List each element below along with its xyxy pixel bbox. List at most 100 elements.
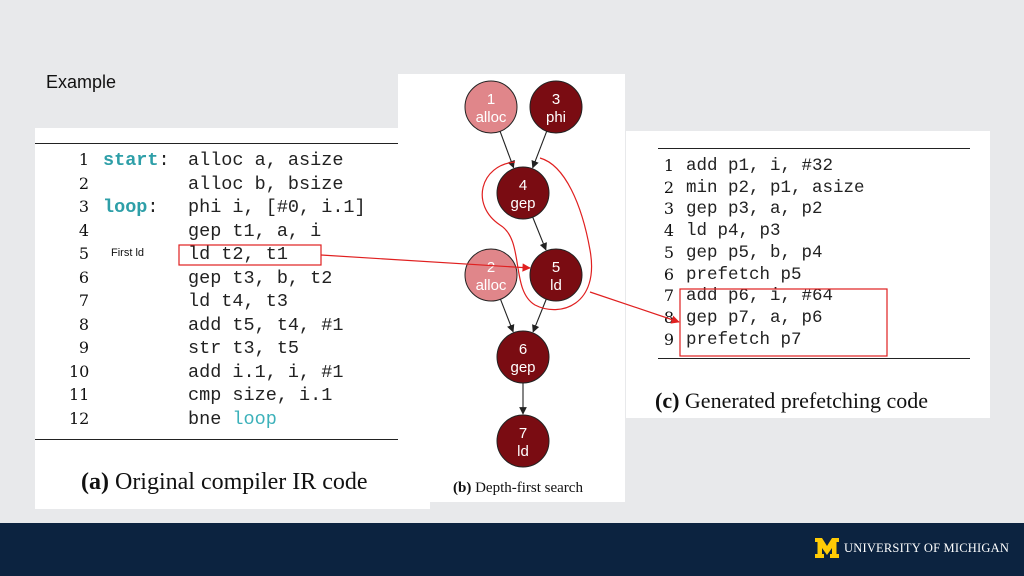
node-op: alloc — [476, 109, 507, 126]
code-text: min p2, p1, asize — [686, 177, 865, 198]
bottom-rule-c — [658, 358, 970, 359]
line-number: 8 — [78, 314, 89, 334]
code-text: ld t2, t1 — [188, 244, 288, 265]
line-number: 7 — [663, 286, 674, 306]
line-number: 11 — [69, 385, 90, 404]
node-id: 7 — [519, 425, 527, 442]
node-id: 5 — [552, 259, 560, 276]
node-circle — [496, 414, 550, 468]
graph-edge — [499, 131, 515, 169]
graph-node: 7ld — [496, 414, 550, 468]
node-id: 1 — [487, 91, 495, 108]
code-text: add p1, i, #32 — [686, 156, 834, 176]
code-text: prefetch p7 — [686, 329, 802, 350]
caption-c-tag: (c) — [655, 388, 680, 413]
line-number: 1 — [78, 150, 89, 169]
first-ld-highlight-box — [178, 244, 322, 266]
code-label: loop: — [103, 197, 159, 218]
line-number: 3 — [663, 199, 674, 219]
node-op: gep — [510, 195, 535, 212]
code-text: prefetch p5 — [686, 264, 802, 285]
line-number: 9 — [663, 329, 674, 349]
caption-c-text: Generated prefetching code — [679, 388, 929, 413]
footer-bar — [0, 523, 1024, 576]
line-number: 9 — [78, 338, 89, 357]
line-number: 6 — [78, 267, 89, 287]
node-id: 2 — [487, 259, 495, 276]
line-number: 4 — [663, 221, 674, 241]
graph-edge — [531, 131, 548, 169]
block-m-icon — [815, 538, 839, 558]
code-text: str t3, t5 — [188, 338, 300, 359]
node-circle — [496, 166, 550, 220]
code-text: gep p3, a, p2 — [686, 199, 823, 220]
top-rule — [35, 143, 399, 144]
line-number: 5 — [78, 244, 89, 263]
line-number: 6 — [663, 264, 674, 284]
line-number: 12 — [69, 408, 90, 428]
code-text: alloc a, asize — [188, 150, 344, 171]
caption-a: (a) Original compiler IR code — [81, 469, 368, 496]
graph-node: 5ld — [529, 248, 583, 302]
node-op: ld — [517, 443, 529, 460]
panel-prefetch-code: 1 add p1, i, #32 2 min p2, p1, asize 3 gep p3… — [626, 131, 990, 418]
node-circle — [464, 248, 518, 302]
line-number: 8 — [663, 307, 674, 327]
node-op: alloc — [476, 277, 507, 294]
code-text: gep p7, a, p6 — [686, 307, 823, 328]
line-number: 5 — [663, 242, 674, 262]
university-logo: UNIVERSITY OF MICHIGAN — [814, 537, 1009, 559]
graph-edge — [499, 299, 515, 333]
graph-edge — [532, 298, 547, 333]
line-number: 2 — [78, 173, 89, 193]
panel-original-ir: 1 start: alloc a, asize 2 alloc b, bsize 3 loo… — [35, 128, 430, 509]
node-op: phi — [546, 109, 566, 126]
top-rule-c — [658, 148, 970, 149]
university-name: UNIVERSITY OF MICHIGAN — [844, 540, 1010, 555]
line-number: 10 — [69, 361, 90, 381]
code-text: alloc b, bsize — [188, 173, 344, 195]
caption-a-tag: (a) — [81, 469, 109, 495]
node-circle — [496, 330, 550, 384]
line-number: 3 — [78, 197, 89, 216]
first-ld-arrow — [320, 254, 531, 272]
code-text: ld t4, t3 — [188, 291, 288, 312]
bottom-rule — [35, 439, 399, 440]
node-id: 3 — [552, 91, 560, 108]
code-text: ld p4, p3 — [686, 221, 781, 242]
line-number: 1 — [663, 156, 674, 175]
node-circle — [464, 80, 518, 134]
caption-a-text: Original compiler IR code — [108, 469, 368, 495]
node-op: ld — [550, 277, 562, 294]
node-op: gep — [510, 359, 535, 376]
prefetch-highlight-box — [679, 288, 888, 357]
code-text: add i.1, i, #1 — [188, 361, 344, 383]
graph-edges — [499, 131, 548, 415]
node-circle — [529, 248, 583, 302]
line-number: 7 — [78, 291, 89, 310]
graph-edge — [532, 216, 547, 251]
line-number: 2 — [663, 177, 674, 197]
caption-c: (c) Generated prefetching code — [655, 388, 928, 414]
node-circle — [529, 80, 583, 134]
line-number: 4 — [78, 220, 89, 240]
caption-b: (b) Depth-first search — [453, 480, 583, 497]
code-text: bne loop — [188, 408, 277, 430]
code-text: add p6, i, #64 — [686, 286, 834, 307]
node-id: 4 — [519, 177, 527, 194]
caption-b-text: Depth-first search — [471, 480, 583, 496]
node-id: 6 — [519, 341, 527, 358]
code-text: gep t3, b, t2 — [188, 267, 333, 289]
code-label: start: — [103, 150, 170, 171]
caption-b-tag: (b) — [453, 480, 472, 496]
prefetch-arrow — [589, 291, 680, 324]
dfs-region-outline — [481, 157, 593, 311]
code-text: gep p5, b, p4 — [686, 242, 823, 263]
